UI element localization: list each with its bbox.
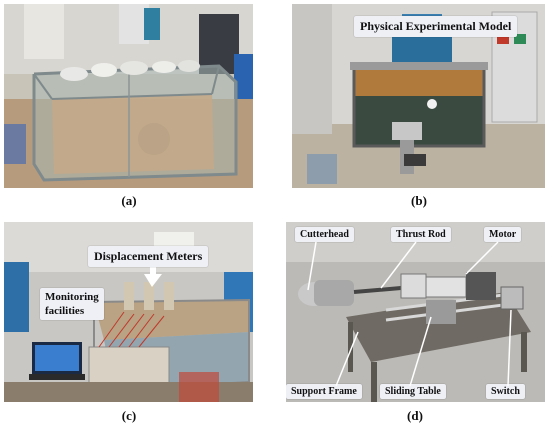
label-motor: Motor xyxy=(484,227,522,242)
photo-b-experimental-model: Physical Experimental Model xyxy=(292,4,545,188)
caption-d: (d) xyxy=(407,408,423,423)
label-monitoring-line2: facilities xyxy=(45,305,85,317)
label-displacement-meters: Displacement Meters xyxy=(88,246,209,267)
caption-b: (b) xyxy=(411,193,427,208)
caption-a: (a) xyxy=(121,193,137,208)
label-physical-experimental-model: Physical Experimental Model xyxy=(354,16,518,37)
label-thrust-rod: Thrust Rod xyxy=(391,227,451,242)
label-sliding-table: Sliding Table xyxy=(380,384,446,399)
caption-c: (c) xyxy=(121,408,137,423)
photo-a-glass-tank xyxy=(4,4,253,188)
photo-d-tbm-components: Cutterhead Thrust Rod Motor Support Fram… xyxy=(286,222,545,402)
label-monitoring-facilities: Monitoring facilities xyxy=(40,288,104,320)
label-support-frame: Support Frame xyxy=(286,384,362,399)
label-cutterhead: Cutterhead xyxy=(295,227,354,242)
label-switch: Switch xyxy=(486,384,525,399)
photo-c-monitoring-setup: Displacement Meters Monitoring facilitie… xyxy=(4,222,253,402)
label-monitoring-line1: Monitoring xyxy=(45,291,99,303)
